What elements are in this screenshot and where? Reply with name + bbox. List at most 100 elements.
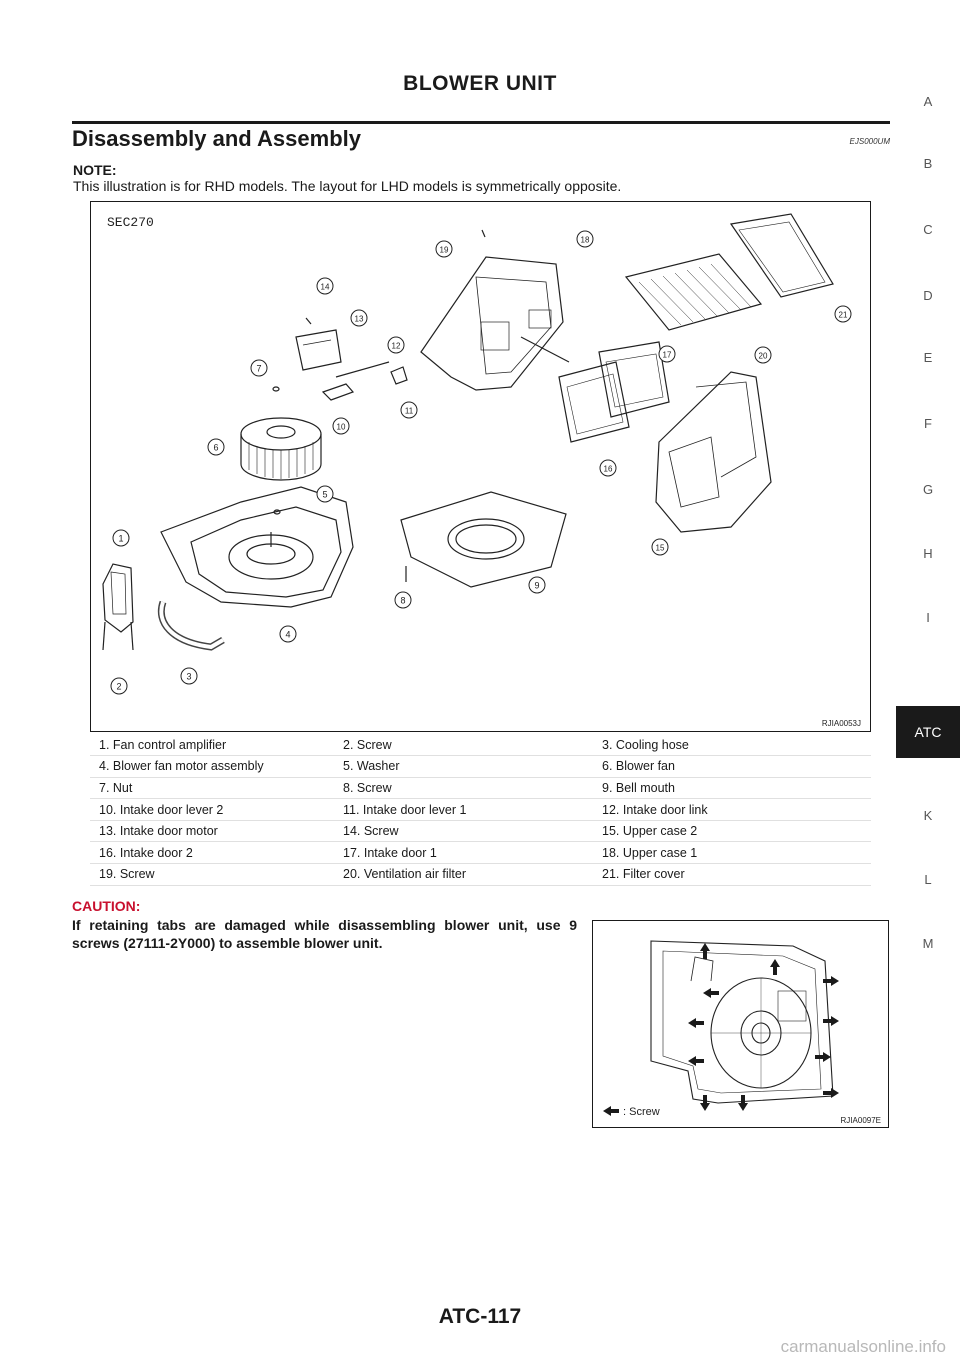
legend-cell: 4. Blower fan motor assembly xyxy=(90,755,343,778)
callout-2: 2 xyxy=(110,677,128,695)
screw-arrow-icon xyxy=(823,976,839,986)
page-header-title: BLOWER UNIT xyxy=(403,72,557,95)
svg-text:9: 9 xyxy=(534,581,539,591)
callout-17: 17 xyxy=(658,345,676,363)
callout-20: 20 xyxy=(754,346,772,364)
callout-10: 10 xyxy=(332,417,350,435)
callout-12: 12 xyxy=(387,336,405,354)
svg-text:5: 5 xyxy=(322,490,327,500)
legend-cell: 14. Screw xyxy=(343,820,602,843)
callout-7: 7 xyxy=(250,359,268,377)
callout-9: 9 xyxy=(528,576,546,594)
svg-text:4: 4 xyxy=(285,630,290,640)
callout-11: 11 xyxy=(400,401,418,419)
svg-text:15: 15 xyxy=(656,544,665,553)
legend-cell: 17. Intake door 1 xyxy=(343,841,602,865)
legend-cell: 6. Blower fan xyxy=(602,755,871,778)
side-index-active-tab[interactable]: ATC xyxy=(896,706,960,758)
svg-text:13: 13 xyxy=(355,315,364,324)
legend-cell: 2. Screw xyxy=(343,734,602,757)
screw-arrows xyxy=(688,943,839,1111)
side-index-letter[interactable]: H xyxy=(923,546,933,561)
side-index-letter[interactable]: B xyxy=(923,156,933,171)
callout-4: 4 xyxy=(279,625,297,643)
side-index-letter[interactable]: M xyxy=(922,936,934,951)
section-title: Disassembly and Assembly xyxy=(72,126,361,151)
callout-16: 16 xyxy=(599,459,617,477)
callout-1: 1 xyxy=(112,529,130,547)
blower-unit-outline xyxy=(650,940,834,1104)
callout-5: 5 xyxy=(316,485,334,503)
svg-text:6: 6 xyxy=(213,443,218,453)
svg-text:11: 11 xyxy=(405,407,414,416)
figure-corner-label: SEC270 xyxy=(107,215,154,230)
legend-cell: 15. Upper case 2 xyxy=(602,820,871,843)
legend-cell: 18. Upper case 1 xyxy=(602,841,871,865)
callout-6: 6 xyxy=(207,438,225,456)
side-index-letter[interactable]: A xyxy=(923,94,933,109)
side-index-letter[interactable]: F xyxy=(924,416,932,431)
callout-21: 21 xyxy=(834,305,852,323)
legend-cell: 10. Intake door lever 2 xyxy=(90,798,343,821)
legend-cell: 5. Washer xyxy=(343,755,602,778)
svg-text:3: 3 xyxy=(186,672,191,682)
legend-cell: 21. Filter cover xyxy=(602,863,871,886)
legend-cell: 19. Screw xyxy=(90,863,343,886)
screw-arrow-icon xyxy=(738,1095,748,1111)
side-index-letter[interactable]: E xyxy=(923,350,933,365)
figure-ref-code: RJIA0053J xyxy=(822,719,861,728)
side-index-letter[interactable]: L xyxy=(924,872,932,887)
screw-legend-arrow-icon xyxy=(603,1106,619,1116)
screw-arrow-icon xyxy=(703,988,719,998)
svg-text:21: 21 xyxy=(839,311,848,320)
screw-legend-text: : Screw xyxy=(623,1106,660,1118)
screw-arrow-icon xyxy=(700,1095,710,1111)
page-number: ATC-117 xyxy=(438,1305,522,1328)
svg-text:18: 18 xyxy=(581,236,590,245)
svg-text:14: 14 xyxy=(321,283,330,292)
watermark: carmanualsonline.info xyxy=(780,1337,946,1356)
legend-cell: 3. Cooling hose xyxy=(602,734,871,757)
legend-cell: 13. Intake door motor xyxy=(90,820,343,843)
header-rule xyxy=(72,121,890,124)
callout-3: 3 xyxy=(180,667,198,685)
callout-15: 15 xyxy=(651,538,669,556)
screw-arrow-icon xyxy=(823,1088,839,1098)
screw-arrow-icon xyxy=(815,1052,831,1062)
svg-text:7: 7 xyxy=(256,364,261,374)
side-index-letter[interactable]: K xyxy=(923,808,933,823)
svg-text:20: 20 xyxy=(759,352,768,361)
side-index-nav: A B C D E F G H I K L M ATC xyxy=(896,0,960,1358)
svg-text:19: 19 xyxy=(440,246,449,255)
legend-cell: 16. Intake door 2 xyxy=(90,841,343,865)
legend-cell: 7. Nut xyxy=(90,777,343,800)
side-index-letter[interactable]: I xyxy=(926,610,930,625)
screw-arrow-icon xyxy=(700,943,710,959)
callout-19: 19 xyxy=(435,240,453,258)
screw-arrow-icon xyxy=(688,1018,704,1028)
screw-figure-ref-code: RJIA0097E xyxy=(841,1116,881,1125)
legend-cell: 20. Ventilation air filter xyxy=(343,863,602,886)
side-index-letter[interactable]: C xyxy=(923,222,933,237)
screw-location-figure: : Screw RJIA0097E xyxy=(592,920,889,1128)
legend-cell: 11. Intake door lever 1 xyxy=(343,798,602,821)
side-index-letter[interactable]: G xyxy=(922,482,934,497)
section-code: EJS000UM xyxy=(849,137,890,146)
side-index-letter[interactable]: D xyxy=(923,288,933,303)
svg-text:17: 17 xyxy=(663,351,672,360)
screw-arrow-icon xyxy=(688,1056,704,1066)
callout-8: 8 xyxy=(394,591,412,609)
caution-text: If retaining tabs are damaged while disa… xyxy=(72,917,577,951)
svg-text:12: 12 xyxy=(392,342,401,351)
callout-18: 18 xyxy=(576,230,594,248)
screw-arrow-icon xyxy=(770,959,780,975)
